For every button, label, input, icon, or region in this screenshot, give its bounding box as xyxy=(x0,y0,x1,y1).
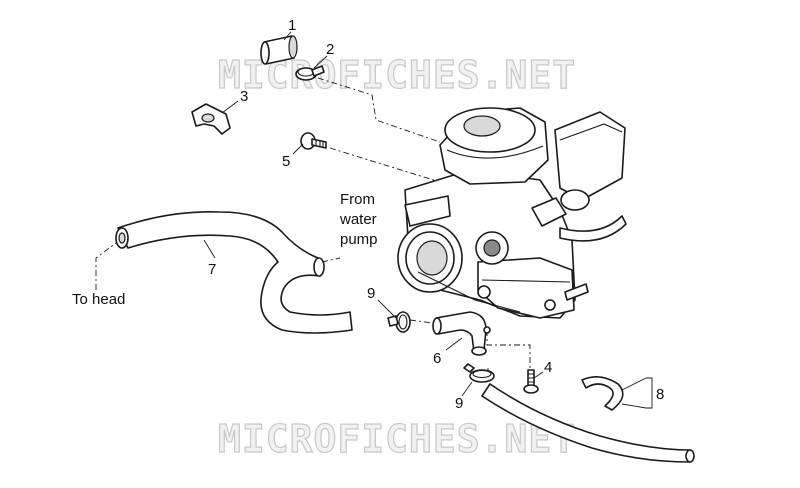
label-from-line2: water xyxy=(339,211,377,228)
carburetor xyxy=(397,107,627,319)
callout-3: 3 xyxy=(240,88,248,105)
callout-4: 4 xyxy=(544,359,552,376)
part-clip xyxy=(191,103,231,135)
part-clamp-9b xyxy=(463,363,495,383)
label-from-line1: From xyxy=(340,191,375,208)
part-clamp-2 xyxy=(295,65,325,81)
part-cap xyxy=(260,35,298,65)
callout-9-upper: 9 xyxy=(367,285,375,302)
callout-5: 5 xyxy=(282,153,290,170)
callout-8: 8 xyxy=(656,386,664,403)
assembly-guide-lines xyxy=(95,77,531,378)
part-screw-5 xyxy=(300,132,327,150)
callout-9-lower: 9 xyxy=(455,395,463,412)
choke-actuator xyxy=(554,111,626,201)
part-elbow-fitting xyxy=(432,311,491,356)
callout-1: 1 xyxy=(288,17,296,34)
side-pipe xyxy=(559,215,627,242)
watermark-bottom: MICROFICHES.NET xyxy=(218,417,576,461)
callout-7: 7 xyxy=(208,261,216,278)
label-to-head: To head xyxy=(72,291,125,308)
callout-leaders xyxy=(203,31,653,409)
part-hose-8 xyxy=(481,376,695,463)
callout-2: 2 xyxy=(326,41,334,58)
label-from-line3: pump xyxy=(340,231,378,248)
callout-6: 6 xyxy=(433,350,441,367)
part-clamp-9a xyxy=(387,311,411,333)
part-screw-4 xyxy=(523,369,539,394)
part-hose-7 xyxy=(115,211,353,334)
